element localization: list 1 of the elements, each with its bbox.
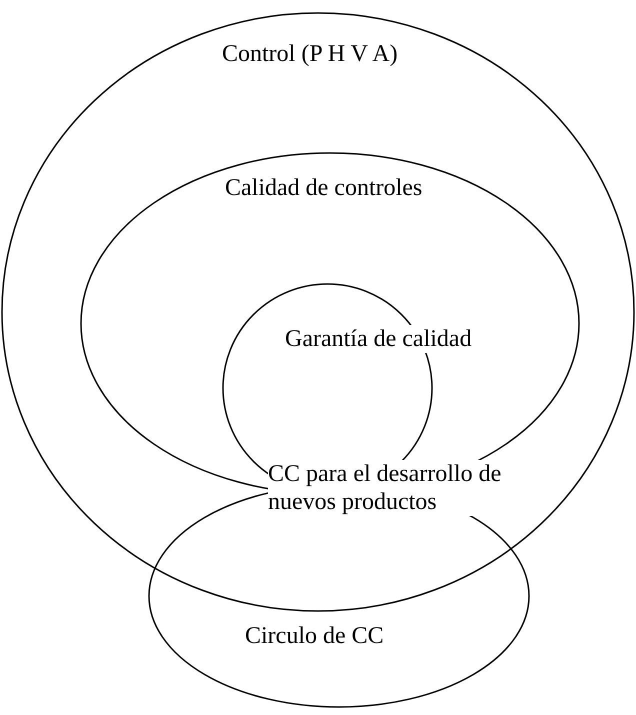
set-label: Garantía de calidad xyxy=(285,325,472,353)
